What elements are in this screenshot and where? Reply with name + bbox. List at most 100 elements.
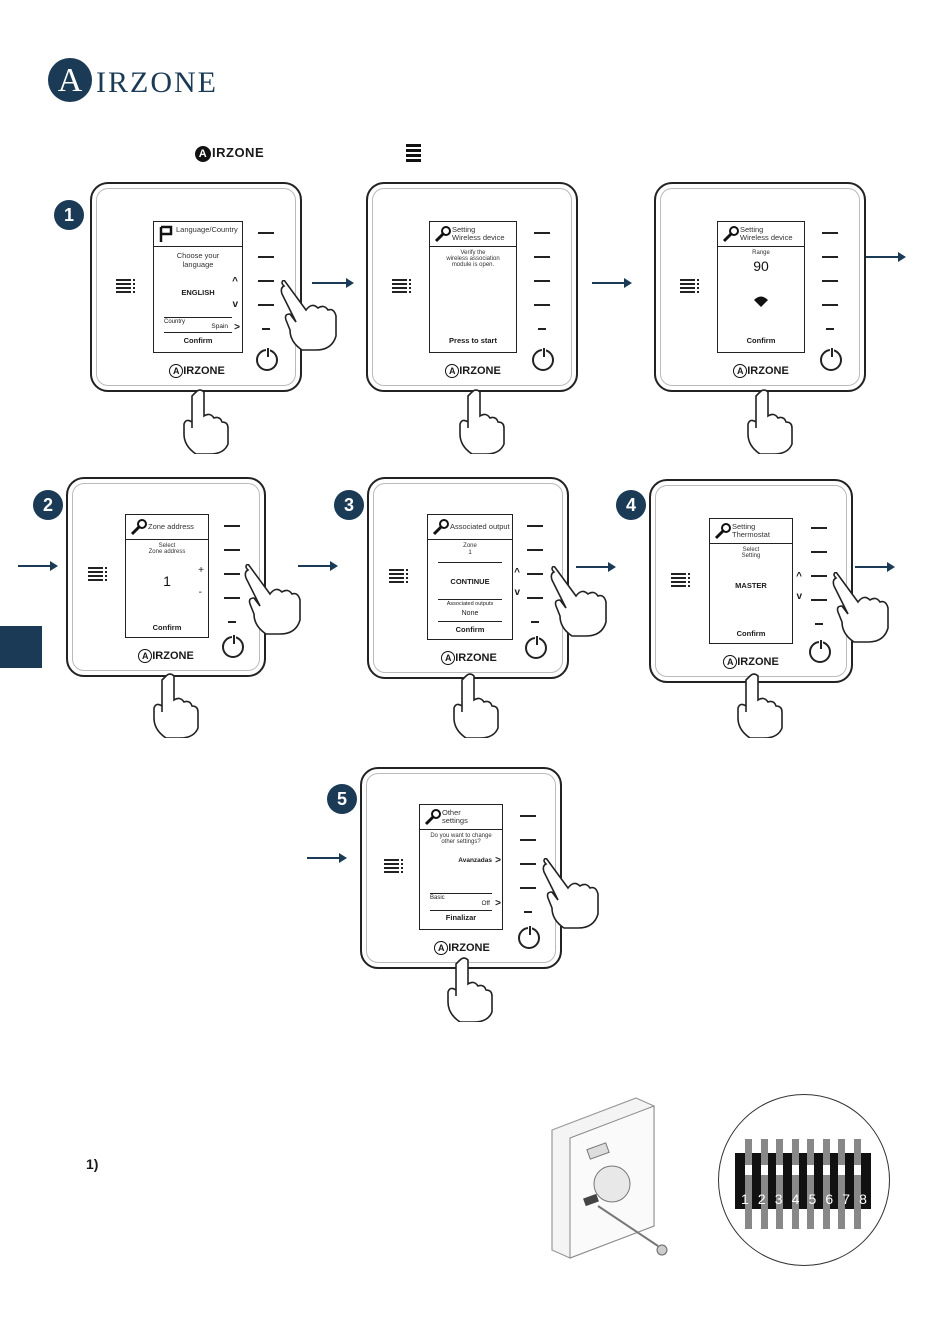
thermostat-device: Language/Country Choose your language EN… (90, 182, 302, 392)
section-tab (0, 626, 42, 668)
confirm-label: Confirm (746, 336, 776, 345)
pointing-hand-icon (459, 389, 505, 454)
pointing-hand-icon (183, 389, 229, 454)
flag-icon (159, 225, 173, 242)
menu-icon (384, 859, 403, 877)
thermostat-screen: Language/Country Choose your language EN… (153, 221, 243, 353)
confirm-label: Confirm (455, 625, 485, 634)
wrench-icon (714, 523, 731, 540)
wifi-icon (754, 296, 768, 307)
dip-label: 1 (741, 1191, 749, 1207)
dip-label: 2 (757, 1191, 766, 1207)
screen-text: language (182, 260, 214, 269)
power-icon (222, 634, 244, 658)
pointing-hand-icon (832, 572, 889, 643)
selected-value: CONTINUE (450, 577, 490, 586)
device-back-illustration (551, 1097, 668, 1259)
pointing-hand-icon (447, 957, 493, 1022)
screen-subtitle: Wireless device (452, 233, 505, 242)
power-icon (256, 347, 278, 371)
screen-title: Setting (452, 225, 476, 234)
screen-title: Other (442, 808, 461, 817)
pointing-hand-icon (244, 564, 301, 635)
selected-value: MASTER (735, 581, 767, 590)
screen-text: Select (158, 543, 176, 549)
screen-text: Setting (741, 553, 761, 559)
range-value: 90 (753, 258, 769, 274)
basic-label: Basic (430, 895, 445, 901)
screen-subtitle: Wireless device (740, 233, 793, 242)
screen-text: Do you want to change (430, 833, 492, 839)
dip-label: 5 (808, 1191, 817, 1207)
power-icon (532, 347, 554, 371)
menu-icon (88, 567, 107, 585)
pointing-hand-icon (737, 673, 783, 738)
screen-text: Select (742, 547, 760, 553)
minus-label: - (198, 587, 202, 598)
menu-icon (671, 573, 690, 591)
thermostat-screen: Zone address Select Zone address 1 + - C… (125, 514, 209, 638)
thermostat-device: Zone address Select Zone address 1 + - C… (66, 477, 266, 677)
screen-text: Verify the (460, 250, 486, 256)
thermostat-screen: Associated output Zone 1 CONTINUE ^ v As… (427, 514, 520, 640)
action-label: Press to start (449, 336, 497, 345)
arrow-right (866, 252, 906, 262)
screen-text: module is open. (451, 262, 495, 268)
screen-title: Associated output (450, 522, 510, 531)
power-icon (518, 925, 540, 949)
step-badge: 4 (616, 490, 646, 520)
arrow-right (18, 561, 58, 571)
dip-label: 4 (791, 1191, 800, 1207)
finish-label: Finalizar (445, 913, 477, 922)
arrow-right (312, 278, 354, 288)
wrench-icon (722, 226, 739, 243)
dip-switch-detail: 1 2 3 4 5 6 7 8 (718, 1094, 890, 1266)
arrow-right (298, 561, 338, 571)
confirm-label: Confirm (736, 629, 766, 638)
arrow-right (576, 562, 616, 572)
footnote-marker: 1) (86, 1156, 99, 1172)
screen-subtitle: Thermostat (732, 530, 770, 539)
zone-value: 1 (163, 573, 171, 589)
menu-icon (392, 279, 411, 297)
pointing-hand-icon (280, 280, 337, 351)
thermostat-device: Associated output Zone 1 CONTINUE ^ v As… (367, 477, 569, 679)
wrench-icon (424, 809, 441, 826)
step-badge: 1 (54, 200, 84, 230)
airzone-logo: A IRZONE (48, 58, 228, 104)
country-label: Country (164, 319, 186, 325)
arrow-right (592, 278, 632, 288)
power-icon (820, 347, 842, 371)
screen-title: Setting (740, 225, 764, 234)
country-value: Spain (211, 323, 228, 330)
arrow-right (855, 562, 895, 572)
basic-value: Off (481, 900, 490, 907)
pointing-hand-icon (453, 673, 499, 738)
screen-title: Zone address (148, 522, 194, 531)
screen-text: wireless association (446, 256, 500, 262)
zone-label: Zone (463, 543, 477, 549)
screen-subtitle: settings (442, 816, 468, 825)
option-label: Avanzadas (458, 857, 492, 864)
pointing-hand-icon (542, 858, 599, 929)
screen-title: Setting (732, 522, 756, 531)
step-badge: 5 (327, 784, 357, 814)
dip-label: 8 (859, 1191, 867, 1207)
menu-icon (680, 279, 699, 297)
menu-list-icon (406, 144, 426, 162)
wrench-icon (130, 519, 147, 536)
step-badge: 2 (33, 490, 63, 520)
